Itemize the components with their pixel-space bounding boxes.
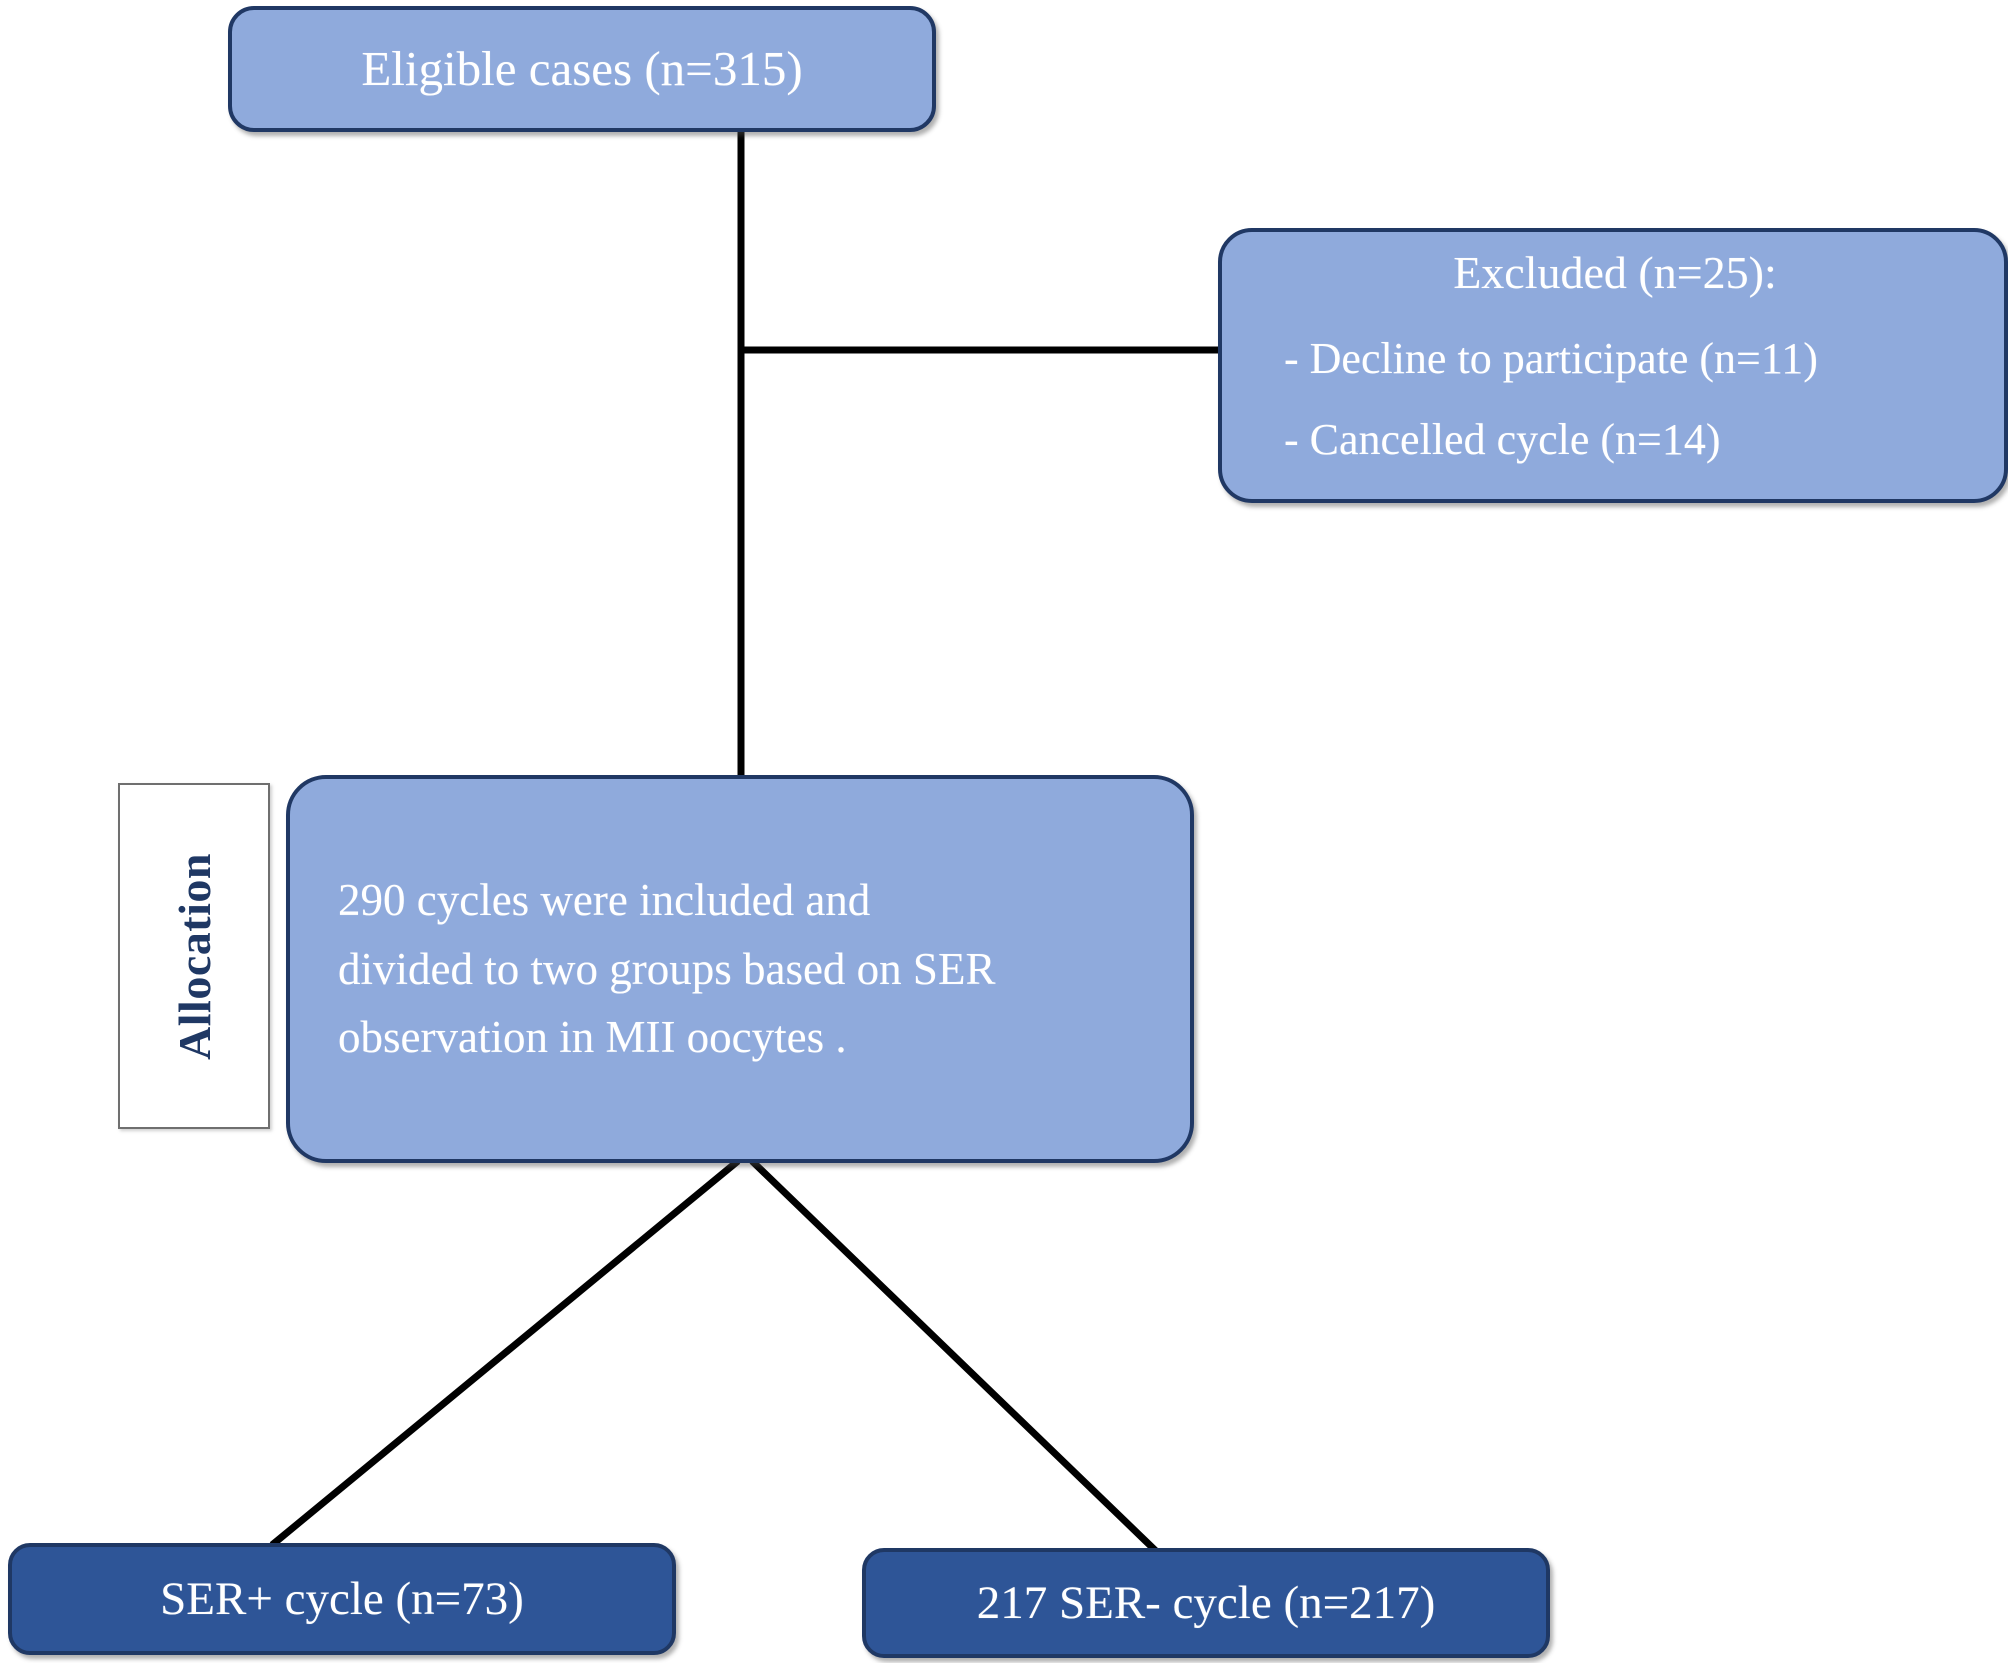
stage-label-allocation: Allocation: [118, 783, 270, 1129]
node-excluded-reason-decline: - Decline to participate (n=11): [1284, 334, 1818, 383]
node-ser-positive-label: SER+ cycle (n=73): [160, 1572, 524, 1625]
node-ser-negative: 217 SER- cycle (n=217): [862, 1548, 1550, 1658]
node-excluded-title: Excluded (n=25):: [1453, 247, 1777, 298]
edge-allocated-to-ser-negative: [749, 1158, 1160, 1555]
node-allocated-line-2: divided to two groups based on SER: [338, 943, 996, 994]
node-excluded: Excluded (n=25): - Decline to participat…: [1218, 228, 2008, 503]
node-eligible-cases-label: Eligible cases (n=315): [361, 41, 803, 97]
node-eligible-cases: Eligible cases (n=315): [228, 6, 936, 132]
stage-label-allocation-text: Allocation: [168, 852, 220, 1060]
node-ser-negative-label: 217 SER- cycle (n=217): [976, 1576, 1436, 1629]
node-excluded-reason-cancelled: - Cancelled cycle (n=14): [1284, 415, 1721, 464]
node-ser-positive: SER+ cycle (n=73): [8, 1543, 676, 1655]
node-allocated-line-1: 290 cycles were included and: [338, 875, 871, 926]
node-allocated-cycles: 290 cycles were included and divided to …: [286, 775, 1194, 1163]
node-excluded-body: Excluded (n=25): - Decline to participat…: [1222, 232, 2004, 495]
node-allocated-cycles-text: 290 cycles were included and divided to …: [290, 866, 1190, 1071]
edge-allocated-to-ser-positive: [269, 1158, 741, 1548]
node-allocated-line-3: observation in MII oocytes .: [338, 1012, 847, 1063]
